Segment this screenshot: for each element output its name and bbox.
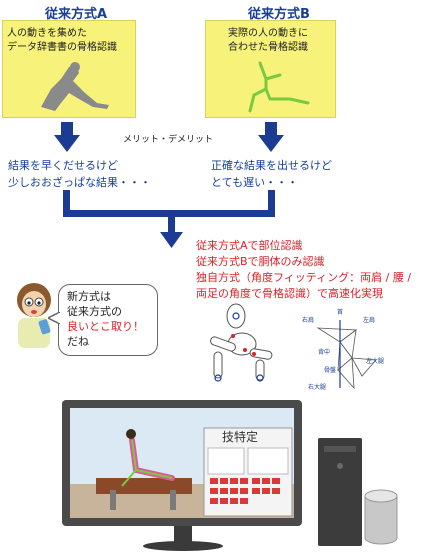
joint-label-right-shoulder: 右肩 xyxy=(302,317,315,324)
method-b-title: 従来方式B xyxy=(248,7,310,22)
bubble-line3: 良いとこ取り！ xyxy=(67,320,144,333)
summary-line3: 独自方式（角度フィッティング：両肩 / 腰 / xyxy=(196,271,412,284)
bubble-tail xyxy=(48,312,60,324)
bubble-line2: 従来方式の xyxy=(67,305,122,318)
joint-label-back: 背中 xyxy=(318,349,331,356)
method-b-desc-line2: 合わせた骨格認識 xyxy=(228,42,308,53)
speech-bubble: 新方式は 従来方式の 良いとこ取り！ だね xyxy=(58,284,158,356)
method-a-desc-line2: データ辞書書の骨格認識 xyxy=(7,42,117,53)
joint-label-head: 首 xyxy=(337,309,344,316)
monitor-icon xyxy=(62,400,302,551)
gymnast-silhouette-icon xyxy=(41,62,109,111)
joint-angle-diagram xyxy=(316,320,377,390)
arrow-down-icon xyxy=(54,122,80,152)
summary-line1: 従来方式Aで部位認識 xyxy=(196,239,303,252)
joint-label-hip: 骨盤 xyxy=(324,367,337,374)
method-a-title: 従来方式A xyxy=(45,7,108,22)
arrow-down-icon xyxy=(258,122,284,152)
method-a-result-line1: 結果を早くだせるけど xyxy=(8,159,118,172)
summary-line4: 両足の角度で骨格認識）で高速化実現 xyxy=(196,287,383,300)
merge-connector-arrow xyxy=(63,190,275,248)
method-b-desc-line1: 実際の人の動きに xyxy=(228,28,308,39)
summary-line2: 従来方式Bで胴体のみ認識 xyxy=(196,255,325,268)
technique-panel-title: 技特定 xyxy=(222,430,259,444)
method-a-result-line2: 少しおおざっぱな結果・・・ xyxy=(8,176,151,189)
method-b-result-line1: 正確な結果を出せるけど xyxy=(211,159,332,172)
storage-cylinder-icon xyxy=(364,489,398,545)
skeleton-figure-icon xyxy=(248,61,310,113)
bubble-line4: だね xyxy=(67,335,89,348)
joint-label-left-shoulder: 左肩 xyxy=(363,317,376,324)
method-a-desc-line1: 人の動きを集めた xyxy=(7,28,87,39)
pc-tower-icon xyxy=(318,438,362,546)
method-b-box: 実際の人の動きに 合わせた骨格認識 xyxy=(205,20,336,118)
joint-label-left-thigh: 左大腿 xyxy=(366,358,385,365)
merit-demerit-label: メリット・デメリット xyxy=(123,135,214,145)
method-b-result-line2: とても遅い・・・ xyxy=(211,176,299,189)
joint-label-right-thigh: 右大腿 xyxy=(308,384,327,391)
bubble-line1: 新方式は xyxy=(67,290,111,303)
mannequin-figure-icon xyxy=(210,303,273,382)
character-avatar-icon xyxy=(17,283,51,348)
method-a-box: 人の動きを集めた データ辞書書の骨格認識 xyxy=(2,20,136,118)
